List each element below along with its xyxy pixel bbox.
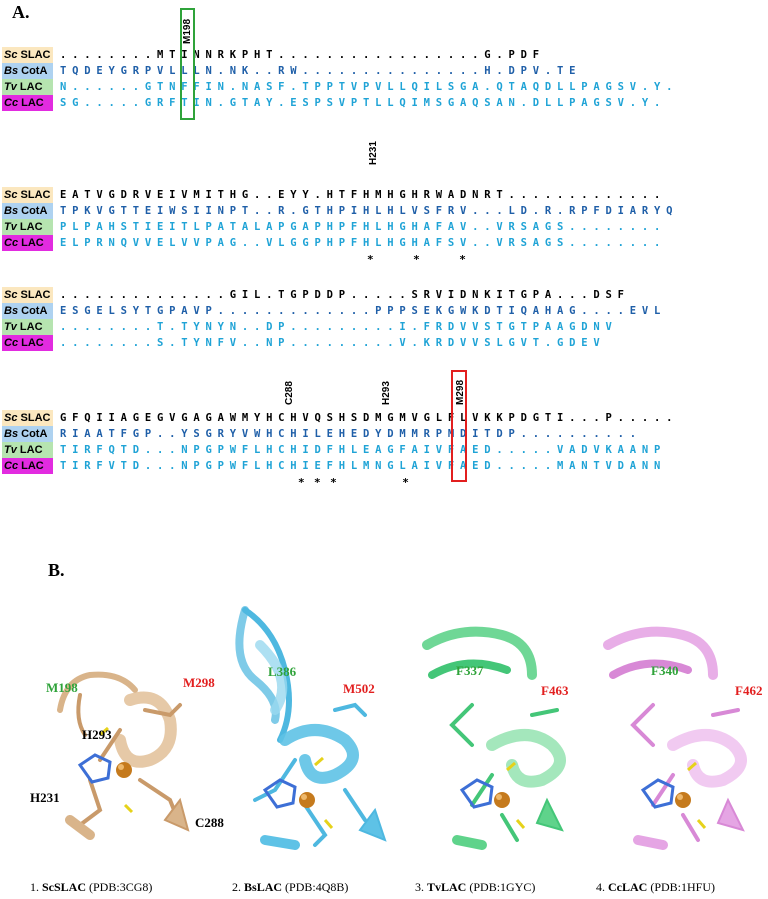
sequence-bs: TQDEYGRPVLLLN.NK..RW...............H.DPV…: [60, 65, 582, 77]
conservation-stars: * * * *: [298, 476, 411, 489]
sequence-tv: TIRFQTD...NPGPWFLHCHIDFHLEAGFAIVFAED....…: [60, 444, 667, 456]
alignment-row: Tv LAC N......GTNFFIN.NASF.TPPTVPVLLQILSG…: [0, 79, 768, 95]
alignment-row: Sc SLAC GFQIIAGEGVGAGAWMYHCHVQSHSDMGMVGLF…: [0, 410, 768, 426]
alignment-row: Sc SLAC ........MTINNRKPHT...............…: [0, 47, 768, 63]
tvlac-green-residue: F337: [456, 663, 484, 678]
alignment-row: Sc SLAC EATVGDRVEIVMITHG..EYY.HTFHMHGHRWA…: [0, 187, 768, 203]
alignment-row: Tv LAC ........T.TYNYN..DP.........I.FRDV…: [0, 319, 768, 335]
alignment-row: Cc LAC ........S.TYNFV..NP.........V.KRDV…: [0, 335, 768, 351]
species-tag-cc: Cc LAC: [2, 335, 53, 351]
species-tag-sc: Sc SLAC: [2, 47, 53, 63]
species-tag-cc: Cc LAC: [2, 235, 53, 251]
sequence-tv: ........T.TYNYN..DP.........I.FRDVVSTGTP…: [60, 321, 618, 333]
scslac-c288-label: C288: [195, 815, 224, 830]
alignment-row: Cc LAC SG.....GRFTIN.GTAY.ESPSVPTLLQIMSGA…: [0, 95, 768, 111]
caption-bslac: 2. BsLAC (PDB:4Q8B): [232, 880, 349, 894]
panel-b-label: B.: [48, 560, 65, 580]
sequence-tv: N......GTNFFIN.NASF.TPPTVPVLLQILSGA.QTAQ…: [60, 81, 679, 93]
caption-tvlac: 3. TvLAC (PDB:1GYC): [415, 880, 536, 894]
species-tag-cc: Cc LAC: [2, 95, 53, 111]
sequence-sc: ........MTINNRKPHT.................G.PDF: [60, 49, 545, 61]
alignment-row: Bs CotA RIAATFGP..YSGRYVWHCHILEHEDYDMMRPM…: [0, 426, 768, 442]
alignment-row: Cc LAC TIRFVTD...NPGPWFLHCHIEFHLMNGLAIVFA…: [0, 458, 768, 474]
species-tag-sc: Sc SLAC: [2, 410, 53, 426]
bslac-green-residue: L386: [268, 664, 297, 679]
species-tag-bs: Bs CotA: [2, 426, 53, 442]
species-tag-bs: Bs CotA: [2, 303, 53, 319]
sequence-cc: TIRFVTD...NPGPWFLHCHIEFHLMNGLAIVFAED....…: [60, 460, 667, 472]
sequence-bs: ESGELSYTGPAVP.............PPPSEKGWKDTIQA…: [60, 305, 667, 317]
caption-cclac: 4. CcLAC (PDB:1HFU): [596, 880, 716, 894]
alignment-row: Cc LAC ELPRNQVVELVVPAG..VLGGPHPFHLHGHAFSV…: [0, 235, 768, 251]
structure-cclac: [603, 626, 747, 850]
alignment-row: Bs CotA TQDEYGRPVLLLN.NK..RW.............…: [0, 63, 768, 79]
cclac-green-residue: F340: [651, 663, 679, 678]
alignment-row: Sc SLAC ..............GIL.TGPDDP.....SRVI…: [0, 287, 768, 303]
structure-bslac: [235, 606, 387, 850]
caption-scslac: 1. ScSLAC (PDB:3CG8): [30, 880, 153, 894]
species-tag-bs: Bs CotA: [2, 63, 53, 79]
species-tag-tv: Tv LAC: [2, 319, 53, 335]
sequence-tv: PLPAHSTIEITLPATALAPGAPHPFHLHGHAFAV..VRSA…: [60, 221, 667, 233]
sequence-cc: ELPRNQVVELVVPAG..VLGGPHPFHLHGHAFSV..VRSA…: [60, 237, 667, 249]
m298-highlight-box: [451, 370, 467, 482]
sequence-cc: SG.....GRFTIN.GTAY.ESPSVPTLLQIMSGAQSAN.D…: [60, 97, 667, 109]
residue-position-label: H293: [381, 381, 392, 405]
species-tag-sc: Sc SLAC: [2, 287, 53, 303]
panel-a-label: A.: [12, 2, 30, 22]
cclac-red-residue: F462: [735, 683, 763, 698]
species-tag-tv: Tv LAC: [2, 442, 53, 458]
sequence-sc: ..............GIL.TGPDDP.....SRVIDNKITGP…: [60, 289, 630, 301]
alignment-row: Tv LAC PLPAHSTIEITLPATALAPGAPHPFHLHGHAFAV…: [0, 219, 768, 235]
residue-position-label: C288: [284, 381, 295, 405]
species-tag-sc: Sc SLAC: [2, 187, 53, 203]
scslac-h293-label: H293: [82, 727, 112, 742]
sequence-sc: EATVGDRVEIVMITHG..EYY.HTFHMHGHRWADNRT...…: [60, 189, 667, 201]
alignment-row: Bs CotA TPKVGTTEIWSIINPT..R.GTHPIHLHLVSFR…: [0, 203, 768, 219]
scslac-green-residue: M198: [46, 680, 78, 695]
structure-scslac: [57, 671, 190, 840]
scslac-h231-label: H231: [30, 790, 60, 805]
sequence-sc: GFQIIAGEGVGAGAWMYHCHVQSHSDMGMVGLFLVKKPDG…: [60, 412, 679, 424]
sequence-bs: TPKVGTTEIWSIINPT..R.GTHPIHLHLVSFRV...LD.…: [60, 205, 679, 217]
species-tag-cc: Cc LAC: [2, 458, 53, 474]
scslac-red-residue: M298: [183, 675, 215, 690]
conservation-stars: * * *: [367, 253, 469, 266]
sequence-bs: RIAATFGP..YSGRYVWHCHILEHEDYDMMRPMDITDP..…: [60, 428, 642, 440]
bslac-red-residue: M502: [343, 681, 375, 696]
sequence-cc: ........S.TYNFV..NP.........V.KRDVVSLGVT…: [60, 337, 606, 349]
species-tag-tv: Tv LAC: [2, 79, 53, 95]
tvlac-red-residue: F463: [541, 683, 569, 698]
alignment-row: Bs CotA ESGELSYTGPAVP.............PPPSEKG…: [0, 303, 768, 319]
residue-position-label: H231: [368, 141, 379, 165]
species-tag-bs: Bs CotA: [2, 203, 53, 219]
alignment-row: Tv LAC TIRFQTD...NPGPWFLHCHIDFHLEAGFAIVFA…: [0, 442, 768, 458]
structure-tvlac: [422, 626, 566, 850]
species-tag-tv: Tv LAC: [2, 219, 53, 235]
m198-highlight-box: [180, 8, 195, 120]
